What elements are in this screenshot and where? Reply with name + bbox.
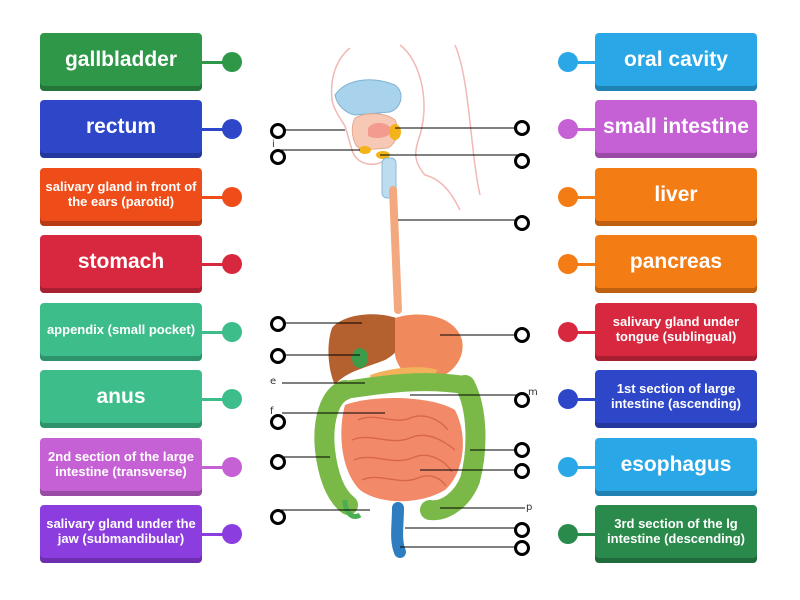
card-connector-line xyxy=(568,196,596,199)
right-label-card[interactable]: oral cavity xyxy=(595,33,757,91)
drop-target-ring[interactable] xyxy=(270,123,286,139)
drop-target-ring[interactable] xyxy=(270,149,286,165)
card-connector-line xyxy=(202,61,230,64)
drop-target-ring[interactable] xyxy=(270,509,286,525)
ascending-colon-shape xyxy=(314,380,358,515)
gallbladder-shape xyxy=(352,348,368,368)
card-connector-dot[interactable] xyxy=(558,187,578,207)
back-of-head-outline xyxy=(454,44,481,196)
tongue-shape xyxy=(368,122,392,138)
right-label-card[interactable]: pancreas xyxy=(595,235,757,293)
card-connector-dot[interactable] xyxy=(222,52,242,72)
diagram-letter: p xyxy=(526,502,533,513)
left-label-card[interactable]: rectum xyxy=(40,100,202,158)
sublingual-gland-shape xyxy=(359,146,371,154)
card-connector-line xyxy=(202,398,230,401)
card-connector-line xyxy=(568,331,596,334)
esophagus-shape xyxy=(389,186,402,314)
left-label-card[interactable]: stomach xyxy=(40,235,202,293)
card-connector-line xyxy=(568,398,596,401)
card-connector-line xyxy=(202,128,230,131)
right-label-card[interactable]: 1st section of large intestine (ascendin… xyxy=(595,370,757,428)
drop-target-ring[interactable] xyxy=(270,414,286,430)
right-label-card[interactable]: small intestine xyxy=(595,100,757,158)
card-connector-line xyxy=(568,533,596,536)
drop-target-ring[interactable] xyxy=(514,463,530,479)
left-label-card[interactable]: appendix (small pocket) xyxy=(40,303,202,361)
drop-target-ring[interactable] xyxy=(270,348,286,364)
card-connector-line xyxy=(568,61,596,64)
card-connector-dot[interactable] xyxy=(222,524,242,544)
diagram-letter: i xyxy=(272,139,275,150)
card-connector-dot[interactable] xyxy=(222,119,242,139)
small-intestine-shape xyxy=(341,398,463,502)
drop-target-ring[interactable] xyxy=(514,540,530,556)
right-label-card[interactable]: liver xyxy=(595,168,757,226)
card-connector-dot[interactable] xyxy=(222,457,242,477)
card-connector-line xyxy=(202,263,230,266)
drop-target-ring[interactable] xyxy=(514,442,530,458)
stomach-shape xyxy=(395,314,463,381)
card-connector-line xyxy=(568,263,596,266)
leader-lines xyxy=(277,127,528,548)
card-connector-dot[interactable] xyxy=(558,52,578,72)
drop-target-ring[interactable] xyxy=(514,392,530,408)
diagram-letter: f xyxy=(270,406,274,417)
drop-target-ring[interactable] xyxy=(514,327,530,343)
card-connector-dot[interactable] xyxy=(558,457,578,477)
rectum-shape xyxy=(391,502,406,558)
drop-target-ring[interactable] xyxy=(270,316,286,332)
drop-target-ring[interactable] xyxy=(514,522,530,538)
left-label-card[interactable]: anus xyxy=(40,370,202,428)
card-connector-dot[interactable] xyxy=(222,254,242,274)
card-connector-dot[interactable] xyxy=(558,254,578,274)
nasal-cavity-shape xyxy=(334,79,402,116)
card-connector-dot[interactable] xyxy=(222,187,242,207)
transverse-colon-shape xyxy=(336,373,474,399)
descending-colon-shape xyxy=(420,375,486,521)
head-outline xyxy=(330,47,393,176)
left-label-card[interactable]: 2nd section of the large intestine (tran… xyxy=(40,438,202,496)
left-label-card[interactable]: salivary gland under the jaw (submandibu… xyxy=(40,505,202,563)
card-connector-dot[interactable] xyxy=(222,322,242,342)
card-connector-dot[interactable] xyxy=(558,524,578,544)
card-connector-dot[interactable] xyxy=(222,389,242,409)
right-label-card[interactable]: esophagus xyxy=(595,438,757,496)
drop-target-ring[interactable] xyxy=(514,153,530,169)
drop-target-ring[interactable] xyxy=(514,120,530,136)
right-label-card[interactable]: 3rd section of the lg intestine (descend… xyxy=(595,505,757,563)
card-connector-line xyxy=(568,466,596,469)
card-connector-line xyxy=(202,196,230,199)
parotid-gland-shape xyxy=(389,124,401,140)
small-intestine-folds xyxy=(351,415,456,487)
card-connector-line xyxy=(568,128,596,131)
card-connector-dot[interactable] xyxy=(558,119,578,139)
card-connector-dot[interactable] xyxy=(558,389,578,409)
appendix-shape xyxy=(342,499,362,519)
card-connector-line xyxy=(202,331,230,334)
diagram-letter: m xyxy=(528,387,538,398)
liver-shape xyxy=(328,314,407,385)
right-label-card[interactable]: salivary gland under tongue (sublingual) xyxy=(595,303,757,361)
diagram-letter: e xyxy=(270,376,277,387)
neck-outline xyxy=(399,44,461,211)
card-connector-dot[interactable] xyxy=(558,322,578,342)
left-label-card[interactable]: salivary gland in front of the ears (par… xyxy=(40,168,202,226)
drop-target-ring[interactable] xyxy=(514,215,530,231)
card-connector-line xyxy=(202,466,230,469)
drop-target-ring[interactable] xyxy=(270,454,286,470)
card-connector-line xyxy=(202,533,230,536)
left-label-card[interactable]: gallbladder xyxy=(40,33,202,91)
